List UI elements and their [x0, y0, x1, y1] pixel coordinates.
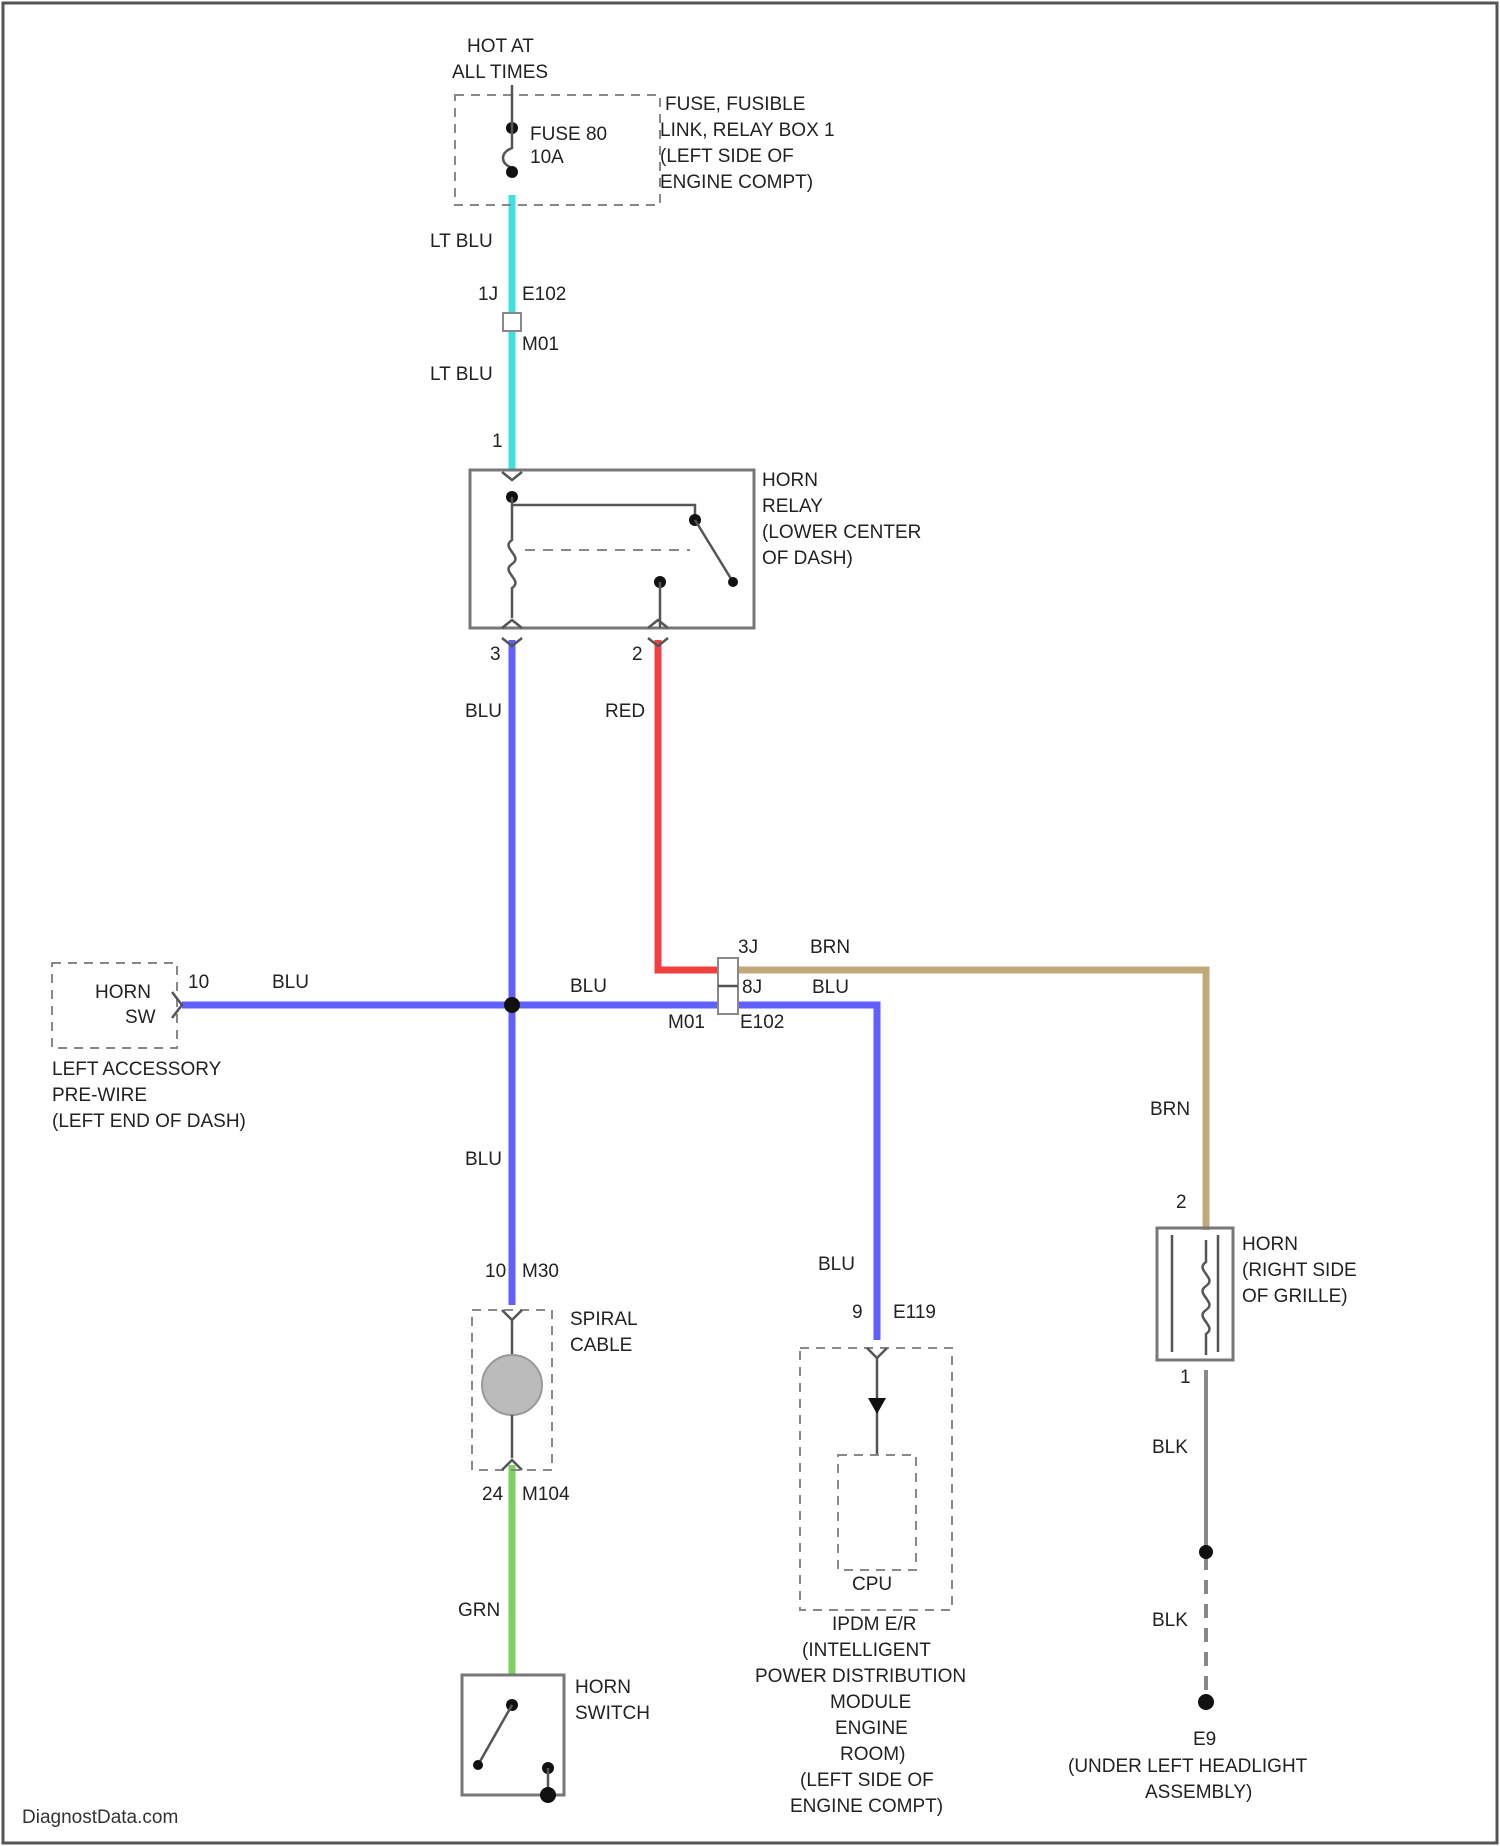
ground-label-2: ASSEMBLY) [1145, 1782, 1252, 1803]
left-accessory-label-1: LEFT ACCESSORY [52, 1059, 222, 1080]
connector-e102-top [503, 313, 521, 331]
horn-pin-1-label: 1 [1180, 1367, 1191, 1388]
horn-coil-icon [1203, 1240, 1210, 1355]
m104-name-label: M104 [522, 1484, 570, 1505]
ipdm-label-2: (INTELLIGENT [802, 1640, 931, 1661]
horn-switch-label-1: HORN [575, 1677, 631, 1698]
horn-label-3: OF GRILLE) [1242, 1286, 1348, 1307]
horn-switch-arm [478, 1705, 512, 1765]
e119-name-label: E119 [893, 1302, 936, 1323]
ground-node [1199, 1545, 1213, 1559]
relay-contact-end [728, 577, 738, 587]
ipdm-label-5: ENGINE [835, 1718, 908, 1739]
wire-label-blu-relay: BLU [465, 701, 502, 722]
fuse-box-label-3: (LEFT SIDE OF [660, 146, 794, 167]
e102-mid-pin-a-label: 3J [738, 937, 758, 958]
horn-sw-box [52, 963, 177, 1048]
wire-brn [730, 970, 1206, 1230]
m104-pin-label: 24 [482, 1484, 504, 1505]
ipdm-arrow-icon [868, 1398, 886, 1414]
spiral-cable-icon [482, 1355, 542, 1415]
spiral-terminal-top [502, 1310, 522, 1320]
spiral-cable-label-2: CABLE [570, 1335, 632, 1356]
relay-pin-3-label: 3 [490, 644, 501, 665]
spiral-cable-label-1: SPIRAL [570, 1309, 638, 1330]
horn-sw-label-2: SW [125, 1007, 156, 1028]
horn-box [1157, 1228, 1233, 1360]
junction-dot [504, 997, 520, 1013]
wire-label-blu-ipdm: BLU [818, 1254, 855, 1275]
wire-label-blu-down: BLU [465, 1149, 502, 1170]
horn-relay-label-3: (LOWER CENTER [762, 522, 921, 543]
left-accessory-label-2: PRE-WIRE [52, 1085, 147, 1106]
m01-mid-label: M01 [668, 1012, 705, 1033]
e102-top-name-label: E102 [522, 284, 566, 305]
cpu-box [838, 1455, 916, 1570]
hot-at-label: HOT AT [467, 36, 534, 57]
horn-switch-ground-icon [540, 1787, 556, 1803]
relay-pin-1-label: 1 [492, 431, 503, 452]
ipdm-label-7: (LEFT SIDE OF [800, 1770, 934, 1791]
wire-label-blk-lower: BLK [1152, 1610, 1188, 1631]
ipdm-label-6: ROOM) [840, 1744, 905, 1765]
wire-label-blu-e102: BLU [812, 977, 849, 998]
horn-switch-label-2: SWITCH [575, 1703, 650, 1724]
wire-label-blu-right: BLU [570, 976, 607, 997]
wire-label-brn-right: BRN [1150, 1099, 1190, 1120]
wire-label-lt-blu-upper: LT BLU [430, 231, 493, 252]
ipdm-label-3: POWER DISTRIBUTION [755, 1666, 966, 1687]
fuse-box-label-2: LINK, RELAY BOX 1 [660, 120, 835, 141]
horn-sw-label-1: HORN [95, 982, 151, 1003]
diagram-border [3, 3, 1497, 1843]
ipdm-label-4: MODULE [830, 1692, 911, 1713]
e119-pin-label: 9 [852, 1302, 863, 1323]
ipdm-label-8: ENGINE COMPT) [790, 1796, 943, 1817]
wire-label-blk-upper: BLK [1152, 1437, 1188, 1458]
horn-relay-label-4: OF DASH) [762, 548, 853, 569]
relay-common-line [512, 497, 695, 520]
relay-coil-icon [509, 505, 516, 618]
m01-top-label: M01 [522, 334, 559, 355]
horn-label-1: HORN [1242, 1234, 1298, 1255]
wire-label-lt-blu-lower: LT BLU [430, 364, 493, 385]
fuse-rating-label: 10A [530, 147, 564, 168]
fuse-element-icon [503, 128, 512, 172]
horn-label-2: (RIGHT SIDE [1242, 1260, 1357, 1281]
wire-label-brn-top: BRN [810, 937, 850, 958]
wire-red [658, 640, 722, 970]
all-times-label: ALL TIMES [452, 62, 548, 83]
ground-e9-icon [1198, 1694, 1214, 1710]
e102-mid-name-label: E102 [740, 1012, 784, 1033]
ipdm-terminal [867, 1348, 887, 1358]
fuse-name-label: FUSE 80 [530, 124, 607, 145]
horn-sw-pin-label: 10 [188, 972, 209, 993]
left-accessory-label-3: (LEFT END OF DASH) [52, 1111, 246, 1132]
m30-pin-label: 10 [485, 1261, 506, 1282]
ground-label-1: (UNDER LEFT HEADLIGHT [1068, 1756, 1308, 1777]
ground-name-label: E9 [1193, 1729, 1216, 1750]
cpu-label: CPU [852, 1574, 892, 1595]
fuse-terminal-bottom [506, 166, 518, 178]
footer-watermark: DiagnostData.com [22, 1807, 178, 1828]
fuse-box-label-4: ENGINE COMPT) [660, 172, 813, 193]
relay-terminal-top [502, 472, 522, 480]
wire-label-red-relay: RED [605, 701, 645, 722]
relay-switch-arm [695, 520, 733, 582]
e102-mid-pin-b-label: 8J [742, 977, 762, 998]
horn-relay-label-2: RELAY [762, 496, 823, 517]
horn-switch-contact-left [473, 1760, 483, 1770]
relay-pin-2-label: 2 [632, 644, 643, 665]
wire-label-blu-horn-sw: BLU [272, 972, 309, 993]
wire-label-grn: GRN [458, 1600, 500, 1621]
e102-top-pin-label: 1J [478, 284, 498, 305]
horn-relay-label-1: HORN [762, 470, 818, 491]
wire-blu-ipdm [512, 1005, 877, 1340]
horn-pin-2-label: 2 [1176, 1192, 1187, 1213]
fuse-box-label-1: FUSE, FUSIBLE [665, 94, 805, 115]
ipdm-label-1: IPDM E/R [832, 1614, 916, 1635]
m30-name-label: M30 [522, 1261, 559, 1282]
